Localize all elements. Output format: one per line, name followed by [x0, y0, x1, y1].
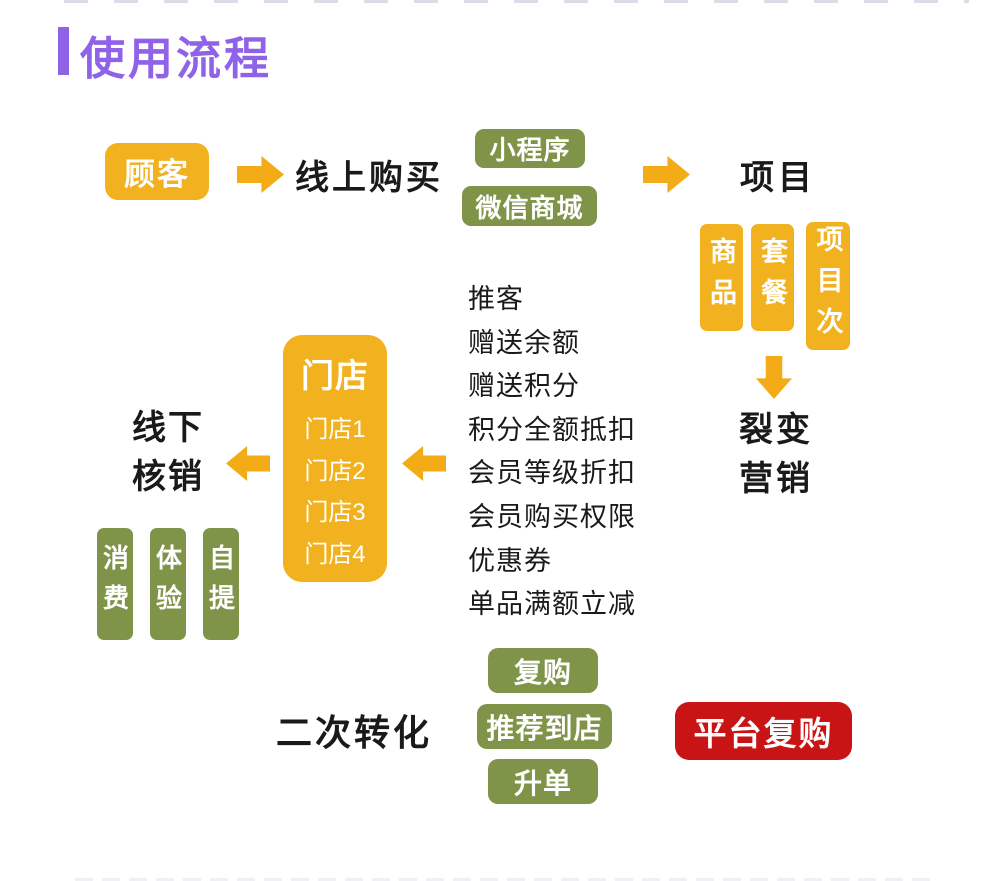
store-node: 门店 门店1 门店2 门店3 门店4: [283, 335, 387, 582]
benefit-item: 推客: [468, 284, 524, 314]
offline-line-2: 核销: [132, 458, 204, 496]
project-type-goods-node: 商品: [700, 224, 743, 331]
fission-marketing-label: 裂变 营销: [739, 406, 813, 504]
project-type-session-node: 项目次: [806, 222, 850, 350]
benefit-item: 单品满额立减: [468, 589, 636, 620]
conversion-upsell-node: 升单: [488, 759, 598, 804]
benefit-item: 会员购买权限: [468, 501, 636, 532]
customer-node: 顾客: [105, 143, 209, 200]
arrow-left-icon: [226, 446, 270, 481]
benefit-item: 积分全额抵扣: [468, 414, 636, 445]
benefit-item: 会员等级折扣: [468, 458, 636, 489]
benefit-item: 优惠券: [468, 545, 552, 576]
arrow-down-icon: [756, 356, 792, 399]
store-item: 门店3: [304, 499, 366, 526]
cutoff-bottom-edge: [75, 878, 935, 881]
benefits-list: 推客 赠送余额 赠送积分 积分全额抵扣 会员等级折扣 会员购买权限 优惠券 单品…: [468, 278, 636, 627]
platform-repurchase-node: 平台复购: [675, 702, 852, 760]
store-item: 门店2: [304, 457, 366, 485]
fission-line-2: 营销: [739, 460, 813, 498]
store-title: 门店: [301, 357, 369, 394]
offline-action-consume-node: 消费: [97, 528, 133, 640]
conversion-referral-node: 推荐到店: [477, 704, 612, 749]
benefit-item: 赠送积分: [468, 371, 580, 402]
offline-line-1: 线下: [132, 409, 204, 447]
cutoff-top-edge: [64, 0, 969, 3]
arrow-right-icon: [643, 156, 690, 193]
channel-mini-program-node: 小程序: [475, 129, 585, 168]
conversion-repurchase-node: 复购: [488, 648, 598, 693]
online-purchase-label: 线上购买: [295, 159, 443, 197]
store-items: 门店1 门店2 门店3 门店4: [283, 409, 387, 575]
channel-wechat-mall-node: 微信商城: [462, 186, 597, 226]
benefit-item: 赠送余额: [468, 327, 580, 358]
offline-action-pickup-node: 自提: [203, 528, 239, 640]
page-title: 使用流程: [80, 33, 273, 84]
title-accent-bar: [58, 27, 69, 75]
project-type-package-node: 套餐: [751, 224, 794, 331]
secondary-conversion-label: 二次转化: [276, 712, 433, 753]
arrow-left-icon: [402, 446, 446, 481]
arrow-right-icon: [237, 156, 284, 193]
store-item: 门店4: [304, 540, 366, 568]
offline-action-experience-node: 体验: [150, 528, 186, 640]
project-label: 项目: [740, 159, 816, 197]
store-item: 门店1: [304, 416, 366, 443]
offline-verification-label: 线下 核销: [118, 404, 218, 502]
fission-line-1: 裂变: [739, 411, 813, 449]
